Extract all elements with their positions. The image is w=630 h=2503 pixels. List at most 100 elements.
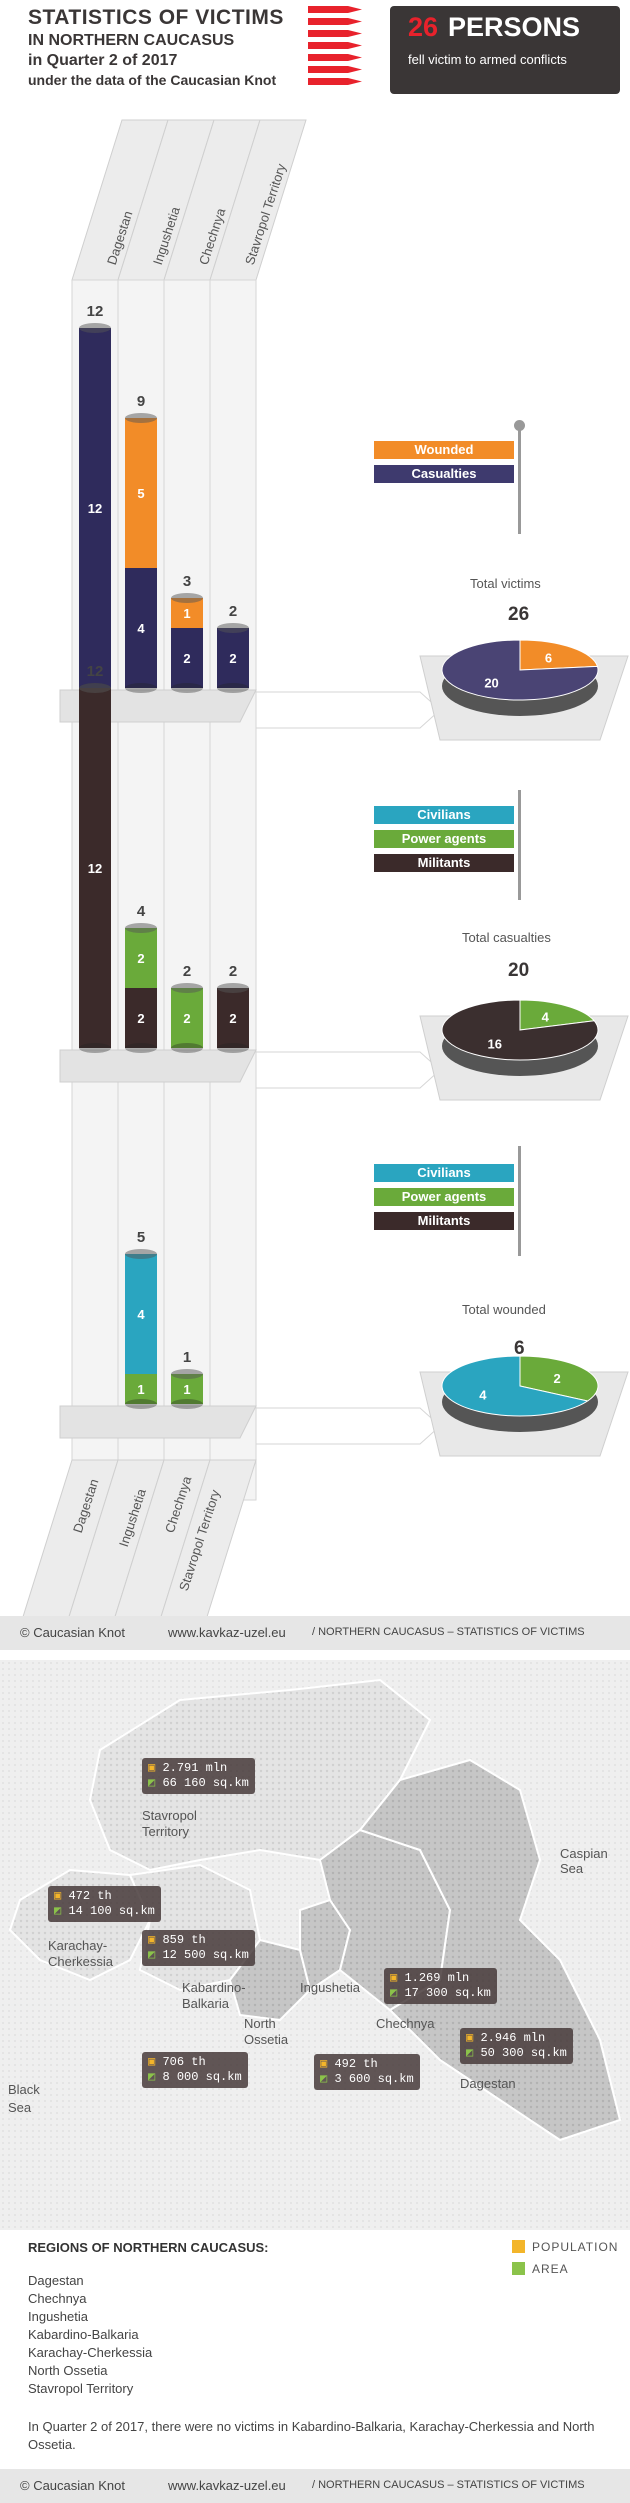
info-chechnya: ▣ 1.269 mln ◩ 17 300 sq.km (384, 1968, 497, 2004)
bar-2-1-0 (125, 1374, 157, 1404)
bar-1-1-0 (125, 988, 157, 1048)
header-subtitle: IN NORTHERN CAUCASUS (28, 32, 235, 49)
bar-label-1-3-0: 2 (229, 1011, 236, 1026)
bar-total-1-3: 2 (229, 963, 237, 980)
bar-cap-1-3 (217, 983, 249, 993)
header-period: in Quarter 2 of 2017 (28, 52, 178, 69)
legend-civilians: Civilians (374, 806, 514, 824)
label-karachay-2: Cherkessia (48, 1954, 114, 1969)
info-karachay-area: 14 100 sq.km (68, 1904, 155, 1918)
area-icon: ◩ (148, 1948, 156, 1962)
pie-total-victims: 26 (508, 604, 530, 625)
persons-count: 26 (408, 12, 439, 42)
info-ingushetia: ▣ 492 th ◩ 3 600 sq.km (314, 2054, 420, 2090)
label-kabardino-1: Kabardino- (182, 1980, 246, 1995)
legend-wounded: Wounded (374, 441, 514, 459)
bar-label-0-1-1: 5 (137, 486, 144, 501)
pie-slice-2-1 (441, 1355, 589, 1417)
regions-list-title: REGIONS OF NORTHERN CAUCASUS: (28, 2240, 269, 2255)
persons-subtitle: fell victim to armed conflicts (408, 52, 567, 67)
legend-civilians-2: Civilians (374, 1164, 514, 1182)
label-kabardino-2: Balkaria (182, 1996, 229, 2011)
bar-label-2-1-0: 1 (137, 1382, 144, 1397)
pie-slice-0-1 (441, 639, 599, 701)
bar-total-0-3: 2 (229, 603, 237, 620)
legend-pole-3 (518, 1146, 521, 1256)
area-icon: ◩ (390, 1986, 398, 2000)
header-source: under the data of the Caucasian Knot (28, 72, 277, 88)
info-north-ossetia-pop: 706 th (162, 2055, 206, 2069)
label-chechnya: Chechnya (376, 2016, 435, 2031)
bar-label-1-0-0: 12 (88, 861, 102, 876)
footer-bar-1 (0, 1616, 630, 1650)
persons-word: PERSONS (448, 12, 581, 42)
bar-cap-1-2 (171, 983, 203, 993)
info-karachay-pop: 472 th (68, 1889, 112, 1903)
pie-slice-1-0 (519, 999, 596, 1031)
bar-label-2-1-1: 4 (137, 1307, 145, 1322)
pie-label-0-1: 20 (484, 675, 498, 690)
footer-site-1[interactable]: www.kavkaz-uzel.eu (168, 1625, 286, 1640)
bar-1-3-0 (217, 988, 249, 1048)
population-icon: ▣ (148, 1933, 156, 1947)
info-dagestan-area: 50 300 sq.km (480, 2046, 567, 2060)
info-karachay: ▣ 472 th ◩ 14 100 sq.km (48, 1886, 161, 1922)
bar-1-1-1 (125, 928, 157, 988)
legend-militants: Militants (374, 854, 514, 872)
footer-brand-1: © Caucasian Knot (20, 1625, 125, 1640)
pie-title-casualties: Total casualties (462, 930, 551, 945)
bar-total-1-1: 4 (137, 903, 146, 920)
footer-section-2: / NORTHERN CAUCASUS – STATISTICS OF VICT… (312, 2479, 585, 2491)
population-legend-icon (512, 2240, 525, 2253)
bar-1-2-1 (171, 988, 203, 1048)
info-dagestan-pop: 2.946 mln (480, 2031, 546, 2045)
area-icon: ◩ (466, 2046, 474, 2060)
population-icon: ▣ (390, 1971, 398, 1985)
label-dagestan: Dagestan (460, 2076, 516, 2091)
bar-total-0-1: 9 (137, 393, 145, 410)
label-stavropol-2: Territory (142, 1824, 189, 1839)
regions-list-item: North Ossetia (28, 2363, 108, 2378)
bar-label-0-3-0: 2 (229, 651, 236, 666)
bar-label-0-2-1: 1 (183, 606, 190, 621)
bar-total-0-0: 12 (87, 303, 104, 320)
info-stavropol-pop: 2.791 mln (162, 1761, 228, 1775)
bar-base-0-3 (217, 683, 249, 693)
footer-site-2[interactable]: www.kavkaz-uzel.eu (168, 2478, 286, 2493)
pie-label-2-0: 2 (554, 1371, 561, 1386)
bar-base-1-3 (217, 1043, 249, 1053)
info-ingushetia-pop: 492 th (334, 2057, 378, 2071)
bar-total-2-1: 5 (137, 1229, 145, 1246)
bar-base-0-1 (125, 683, 157, 693)
info-stavropol-area: 66 160 sq.km (162, 1776, 249, 1790)
bar-base-2-1 (125, 1399, 157, 1409)
pie-label-0-0: 6 (545, 651, 552, 666)
area-icon: ◩ (148, 1776, 156, 1790)
pie-label-1-0: 4 (542, 1010, 550, 1025)
population-icon: ▣ (148, 1761, 156, 1775)
legend-pole-knob-1 (514, 420, 525, 431)
info-north-ossetia-area: 8 000 sq.km (162, 2070, 242, 2084)
bar-label-0-2-0: 2 (183, 651, 190, 666)
bar-cap-2-2 (171, 1369, 203, 1379)
legend-casualties: Casualties (374, 465, 514, 483)
population-legend-label: POPULATION (532, 2240, 619, 2254)
regions-list-item: Karachay-Cherkessia (28, 2345, 153, 2360)
bar-base-2-2 (171, 1399, 203, 1409)
bar-cap-1-1 (125, 923, 157, 933)
info-kabardino-pop: 859 th (162, 1933, 206, 1947)
sea-black-2: Sea (8, 2100, 32, 2115)
bar-base-0-2 (171, 683, 203, 693)
bar-cap-2-1 (125, 1249, 157, 1259)
pie-label-2-1: 4 (479, 1387, 487, 1402)
bar-0-3-0 (217, 628, 249, 688)
bar-label-1-1-1: 2 (137, 951, 144, 966)
regions-list-item: Dagestan (28, 2273, 84, 2288)
pie-total-casualties: 20 (508, 960, 530, 981)
bar-label-1-2-1: 2 (183, 1011, 190, 1026)
label-ingushetia: Ingushetia (300, 1980, 360, 1995)
bar-total-1-2: 2 (183, 963, 191, 980)
info-stavropol: ▣ 2.791 mln ◩ 66 160 sq.km (142, 1758, 255, 1794)
